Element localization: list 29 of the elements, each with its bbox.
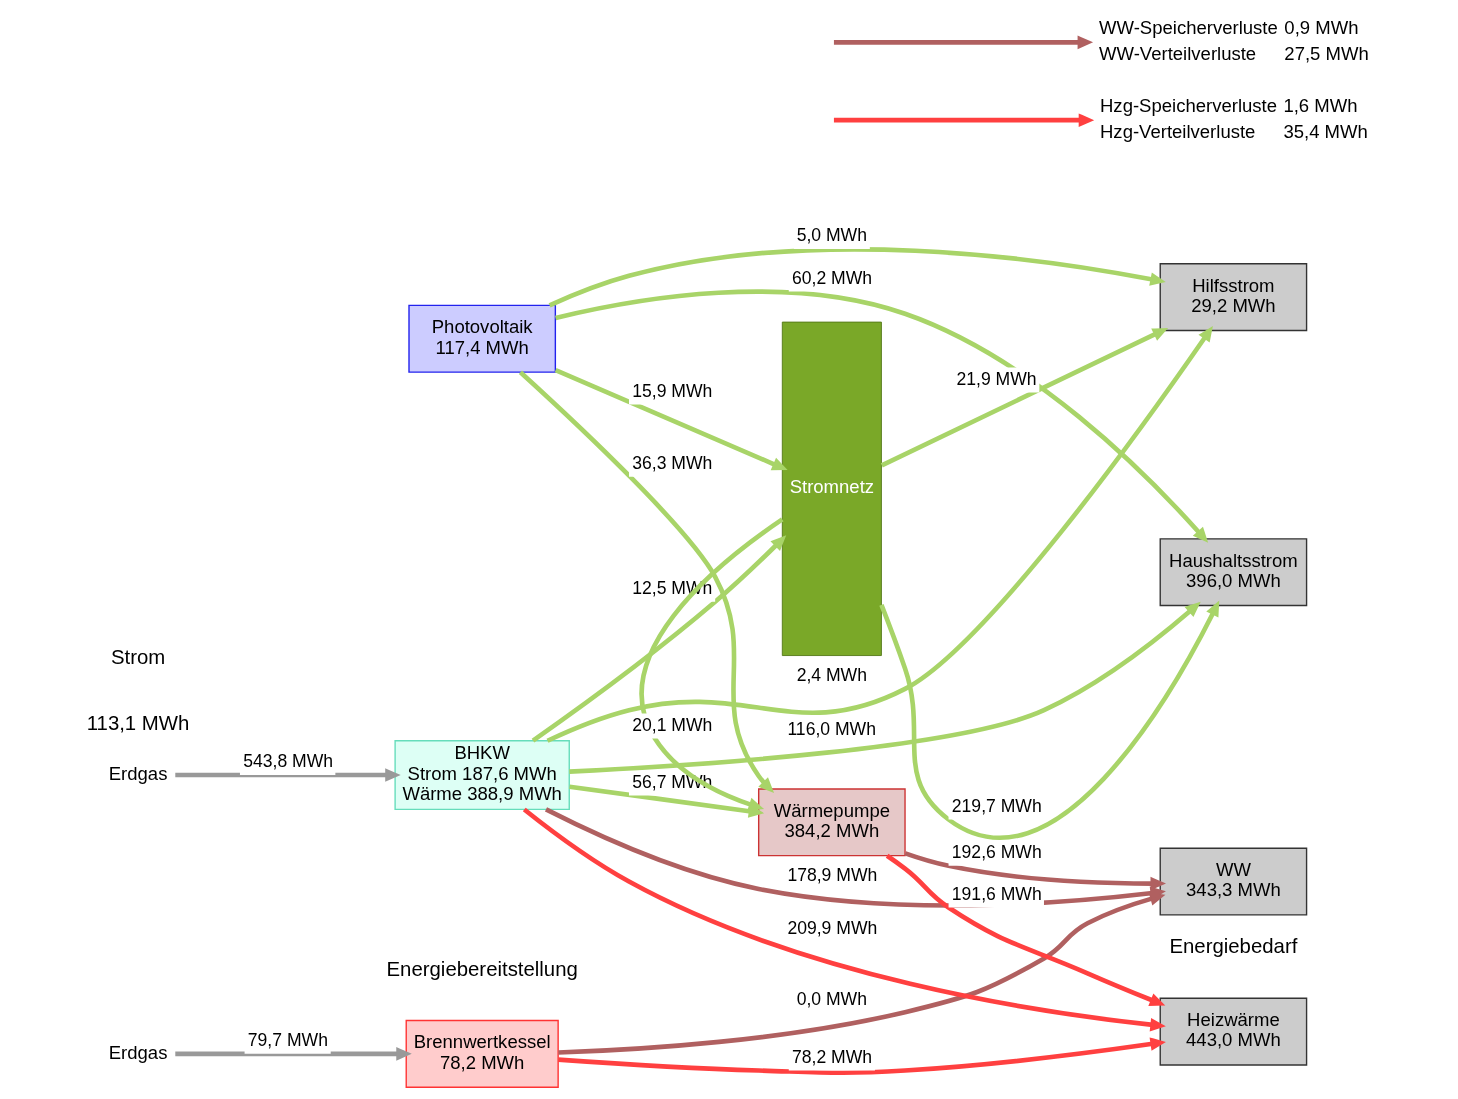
label: Strom [110,645,165,668]
edge-label: 60,2 MWh [791,267,872,288]
node-label: 1,6 MWh [1282,94,1358,116]
node-text: Hzg-Speicherverluste Hzg-Verteilverluste [1099,94,1277,142]
node-label: 0,9 MWh [1283,17,1358,39]
edge-label: 209,9 MWh [786,918,877,939]
edge-label: 178,9 MWh [786,865,877,886]
edge-label: 15,9 MWh [631,380,712,401]
edge-label: 191,6 MWh [951,883,1042,904]
edge-label: 116,0 MWh [786,718,876,739]
label: Energiebedarf [1168,935,1297,958]
node-text: WW-Speicherverluste WW-Verteilverluste [1098,17,1278,64]
edge-label: 36,3 MWh [631,453,712,474]
edge-label: 219,7 MWh [951,795,1042,816]
edge-label: 79,7 MWh [247,1030,328,1051]
edge-label: 21,9 MWh [955,368,1037,389]
label: Energiebereitstellung [386,957,578,980]
node-text: Erdgas [108,762,167,784]
node-text: Erdgas [108,1041,167,1063]
edge-label: 20,1 MWh [631,714,712,735]
edge-label: 192,6 MWh [951,842,1042,863]
edge-label: 0,0 MWh [796,988,867,1009]
node-label: 35,4 MWh [1282,120,1368,142]
edge-label: 2,4 MWh [796,665,867,686]
node-label: 27,5 MWh [1283,42,1369,64]
edge-label: 78,2 MWh [791,1046,872,1067]
edge-label: 5,0 MWh [796,225,867,246]
label: 113,1 MWh [86,712,189,735]
edge-label: 543,8 MWh [242,751,333,772]
